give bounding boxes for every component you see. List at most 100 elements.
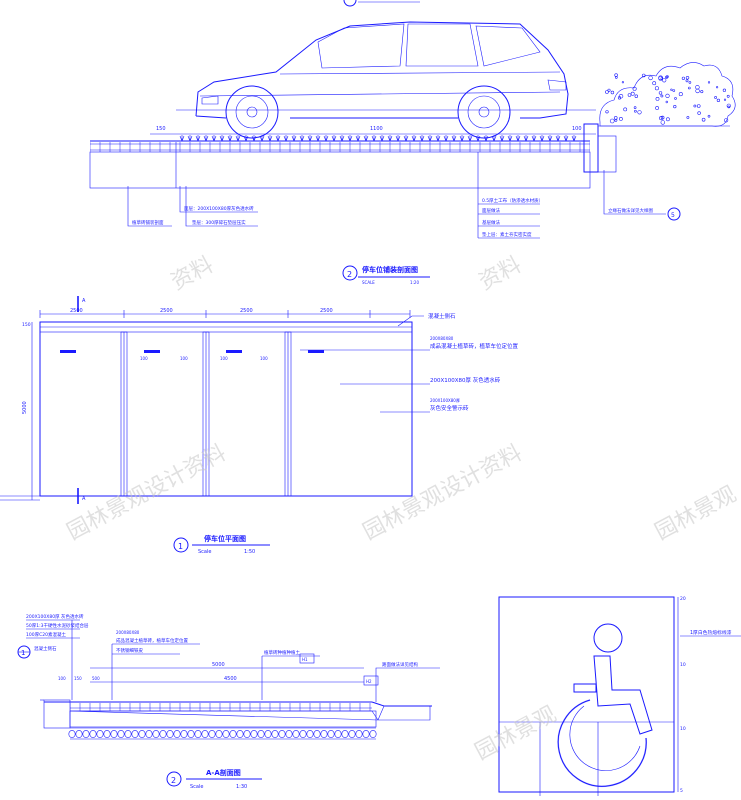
- curb-leader: [603, 170, 666, 215]
- aa-tag-box-1: [299, 653, 315, 664]
- aa-tag-1: H1: [302, 657, 308, 662]
- leader-left-3: [185, 186, 258, 227]
- aa-note-top: 植草砖种植种植土: [264, 649, 300, 656]
- section-note-left-2: 面层：200X100X80厚灰色透水砖: [184, 205, 254, 212]
- aa-note-left-1: 200X100X80厚 灰色透水砖: [26, 613, 84, 620]
- symbol-dim-3: 10: [680, 726, 686, 732]
- plan-note-5: 200X100X80厚: [430, 398, 460, 403]
- aa-stone-base: [68, 727, 377, 740]
- section-title-number: 2: [347, 270, 352, 279]
- stall-dividers: [60, 331, 324, 497]
- leader-left-1: [127, 186, 172, 227]
- aa-ref-marker-number: 1: [21, 649, 25, 657]
- aa-dim-5: 100: [58, 676, 66, 681]
- plan-inner-dim-2: 100: [180, 356, 188, 361]
- top-cropped-marker: [343, 0, 357, 7]
- aa-gravel-layer: [69, 710, 377, 728]
- aa-dim-2: 4500: [224, 676, 237, 682]
- plan-dim-3: 2500: [240, 308, 253, 314]
- paving-layer: [90, 142, 590, 152]
- section-scale-label: SCALE: [362, 280, 375, 285]
- section-scale-value: 1:20: [410, 280, 419, 285]
- gravel-base-layer: [89, 151, 591, 189]
- plan-dim-side: 5000: [22, 401, 28, 414]
- plan-leader-1: [397, 315, 424, 327]
- aa-title-number: 2: [171, 776, 176, 785]
- symbol-note: 1厚白色热熔标线漆: [690, 629, 732, 636]
- curb-note: 立缘石做法详见大样图: [608, 207, 653, 214]
- section-note-right-1: 0.5厚土工布（防渗透水材质）: [482, 197, 543, 204]
- dim-text-1: 150: [156, 126, 166, 132]
- wheelchair-icon: [557, 623, 653, 788]
- aa-road-base: [69, 705, 431, 721]
- plan-note-1: 混凝土侧石: [428, 312, 456, 320]
- aa-dim-3: 500: [92, 676, 100, 681]
- aa-section-drawing: 200X100X80厚 灰色透水砖 50厚1:3干硬性水泥砂浆结合层 100厚C…: [17, 613, 440, 790]
- plan-note-3: 成品混凝土植草砖，植草车位定位置: [430, 342, 519, 350]
- aa-note-mid-2: 成品混凝土植草砖，植草车位定位置: [116, 637, 188, 644]
- watermark-5: 园林景观: [651, 482, 740, 545]
- section-note-right-3: 基层做法: [482, 219, 500, 226]
- plan-dim-small: 150: [22, 322, 31, 328]
- watermark-6: 园林景观: [471, 702, 560, 765]
- watermark-4: 园林景观设计资料: [359, 441, 526, 546]
- car-elevation: [195, 21, 569, 139]
- plan-title-marker: [173, 537, 189, 553]
- plan-dim-1: 2500: [70, 308, 83, 314]
- aa-tag-box-2: [363, 675, 379, 686]
- dim-text-3: 100: [572, 126, 582, 132]
- plan-note-6: 灰色安全警示砖: [430, 404, 469, 412]
- watermarks: 资料 资料 园林景观设计资料 园林景观设计资料 园林景观 园林景观: [63, 253, 740, 766]
- curb-detail-marker-number: 5: [671, 212, 675, 219]
- watermark-1: 资料: [167, 253, 218, 296]
- aa-title-marker: [166, 771, 182, 787]
- symbol-grid: [498, 596, 675, 793]
- section-cut-label-bottom: A: [82, 496, 86, 502]
- dim-text-2: 1100: [370, 126, 383, 132]
- plan-dim-ticks: [39, 310, 411, 318]
- plan-note-4: 200X100X80厚 灰色透水砖: [430, 376, 501, 384]
- section-note-right-4: 垫上层：素土夯实密实度: [482, 231, 532, 238]
- plan-dim-4: 2500: [320, 308, 333, 314]
- plan-scale-value: 1:50: [244, 549, 255, 555]
- section-title: 停车位铺装剖面图: [362, 265, 418, 274]
- section-note-left-3: 垫层：300厚碎石垫层压实: [192, 219, 246, 226]
- aa-title: A-A剖面图: [206, 768, 241, 777]
- aa-scale-value: 1:30: [236, 784, 247, 790]
- aa-dim-4: 150: [74, 676, 82, 681]
- aa-note-mid-3: 不锈钢细铁皮: [116, 647, 143, 654]
- section-note-left-1: 植草砖铺装剖面: [132, 219, 164, 226]
- aa-dim-1: 5000: [212, 662, 225, 668]
- curb-foundation: [597, 135, 617, 173]
- aa-note-left-2: 50厚1:3干硬性水泥砂浆结合层: [26, 622, 89, 629]
- section-cut-label-top: A: [82, 298, 86, 304]
- aa-note-right: 路面做法详见结构: [382, 661, 418, 668]
- plan-note-2: 200X80X80: [430, 336, 454, 341]
- section-note-right-2: 面层做法: [482, 207, 500, 214]
- plan-paving-field: [39, 321, 413, 497]
- symbol-dim-4: 5: [680, 788, 683, 794]
- aa-curb: [43, 699, 71, 729]
- aa-ref-note: 混凝土侧石: [34, 645, 57, 652]
- section-title-marker: [342, 265, 358, 281]
- plan-title-number: 1: [178, 542, 183, 551]
- aa-leader-right: [375, 667, 440, 702]
- plan-title: 停车位平面图: [204, 534, 246, 543]
- aa-tag-2: H2: [366, 679, 372, 684]
- leader-left-2: [179, 186, 258, 213]
- grass-tufts: [179, 135, 577, 142]
- plan-scale-label: Scale: [198, 549, 211, 555]
- plan-inner-dim-4: 100: [260, 356, 268, 361]
- aa-road-finish-line: [371, 701, 432, 707]
- watermark-2: 资料: [475, 253, 526, 296]
- plan-inner-dim-1: 100: [140, 356, 148, 361]
- aa-scale-label: Scale: [190, 784, 203, 790]
- shrub-symbol: [599, 62, 736, 127]
- aa-note-left-3: 100厚C20素混凝土: [26, 631, 66, 638]
- aa-paving-layer: [70, 703, 372, 711]
- plan-inner-dim-3: 100: [220, 356, 228, 361]
- plan-dim-2: 2500: [160, 308, 173, 314]
- symbol-dim-1: 20: [680, 596, 686, 602]
- aa-note-mid-1: 200X80X80: [116, 630, 140, 635]
